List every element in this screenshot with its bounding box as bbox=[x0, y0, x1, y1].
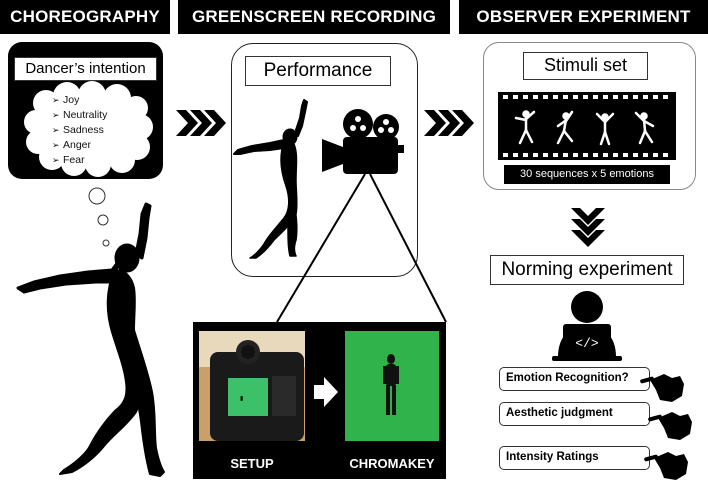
header-choreography: CHOREOGRAPHY bbox=[0, 0, 170, 34]
norming-title: Norming experiment bbox=[490, 255, 684, 285]
performance-title: Performance bbox=[245, 56, 391, 86]
emotion-item: ➢Sadness bbox=[52, 124, 104, 136]
svg-text:</>: </> bbox=[575, 336, 599, 351]
svg-text:▮: ▮ bbox=[240, 396, 243, 402]
chromakey-label: CHROMAKEY bbox=[349, 456, 435, 471]
intention-title: Dancer’s intention bbox=[14, 57, 157, 81]
task-intensity-ratings: Intensity Ratings bbox=[499, 446, 650, 470]
setup-label: SETUP bbox=[230, 456, 274, 471]
emotion-item: ➢Anger bbox=[52, 139, 92, 151]
emotion-item: ➢Fear bbox=[52, 154, 85, 166]
task-emotion-recognition: Emotion Recognition? bbox=[499, 367, 650, 391]
stimuli-title: Stimuli set bbox=[523, 52, 648, 80]
emotion-item: ➢Neutrality bbox=[52, 109, 108, 121]
header-observer-experiment: OBSERVER EXPERIMENT bbox=[459, 0, 708, 34]
emotion-item: ➢Joy bbox=[52, 94, 80, 106]
stimuli-caption: 30 sequences x 5 emotions bbox=[504, 165, 670, 184]
header-greenscreen-recording: GREENSCREEN RECORDING bbox=[178, 0, 450, 34]
task-aesthetic-judgment: Aesthetic judgment bbox=[499, 402, 650, 426]
